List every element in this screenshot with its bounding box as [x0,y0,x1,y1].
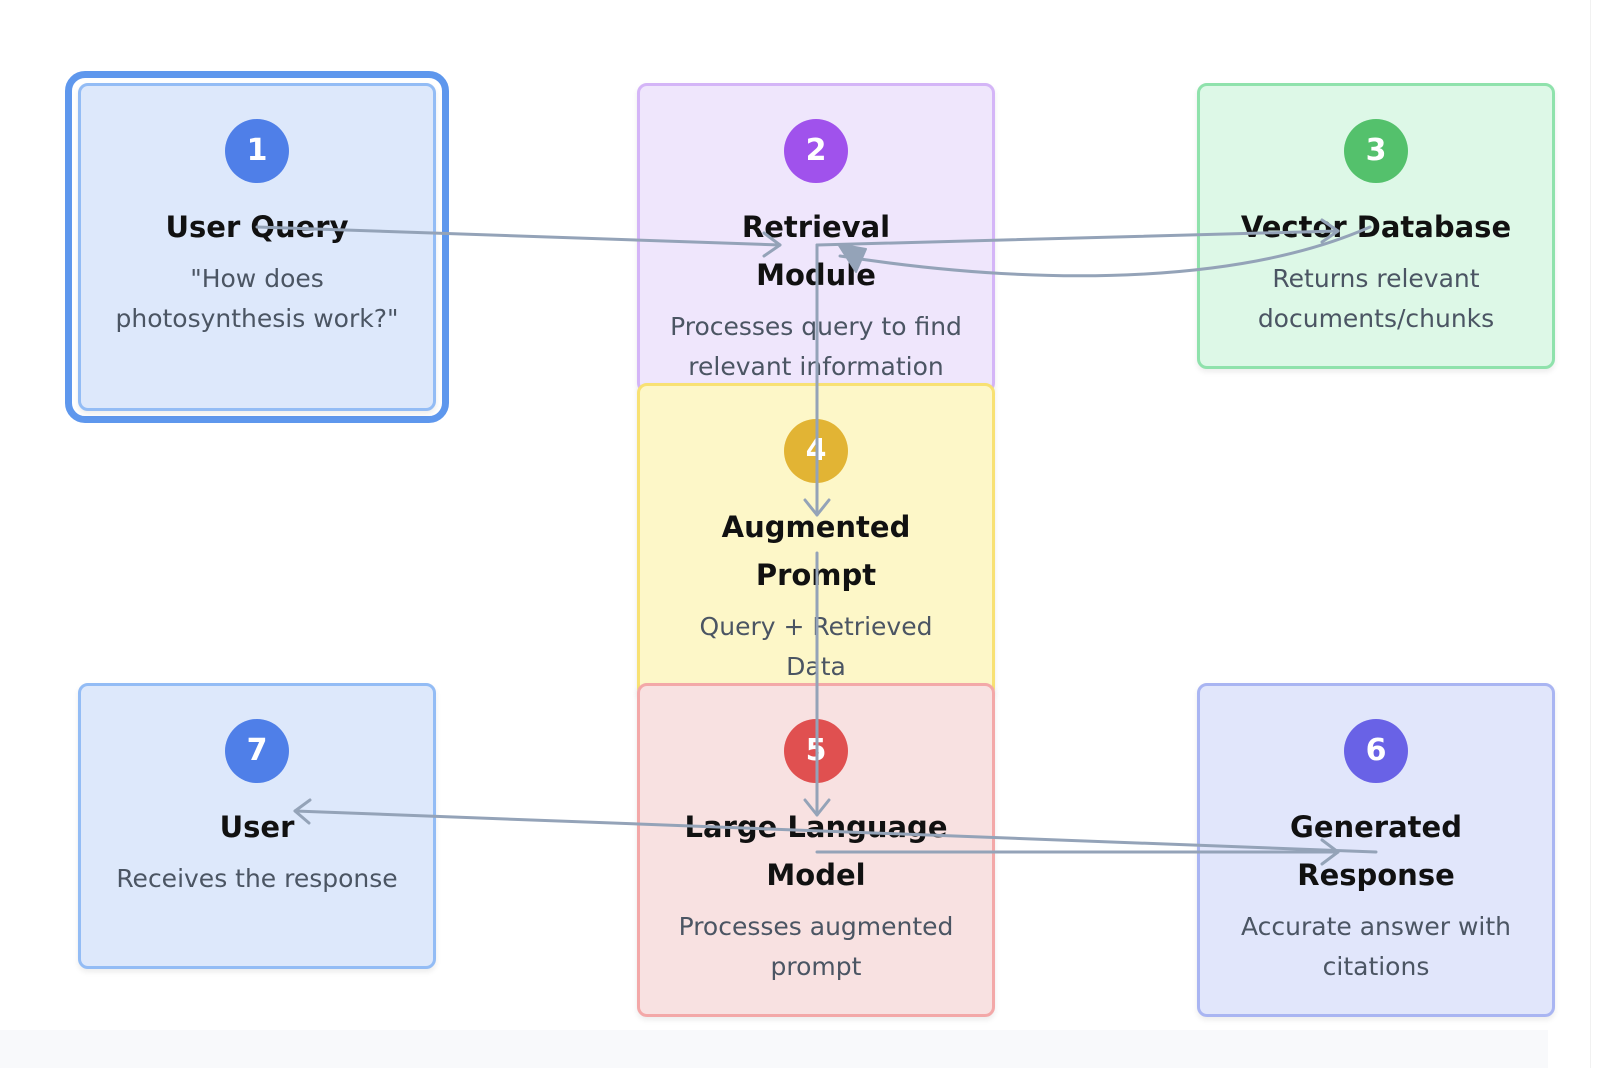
step-badge-4: 4 [784,419,848,483]
step-badge-5: 5 [784,719,848,783]
node-description: Processes query to find relevant informa… [670,312,962,381]
node-title: User Query [165,210,349,244]
step-badge-7: 7 [225,719,289,783]
node-description: Accurate answer with citations [1240,912,1511,981]
node-title: User [219,810,295,844]
node-augmented-prompt[interactable]: 4 Augmented Prompt Query + Retrieved Dat… [637,383,995,698]
node-title: Generated Response [1290,810,1462,892]
node-vector-database[interactable]: 3 Vector Database Returns relevant docum… [1197,83,1555,369]
step-badge-1: 1 [225,119,289,183]
node-description: Query + Retrieved Data [699,612,933,681]
node-title: Vector Database [1240,210,1512,244]
footer-bar [0,1030,1548,1068]
step-badge-3: 3 [1344,119,1408,183]
node-large-language-model[interactable]: 5 Large Language Model Processes augment… [637,683,995,1017]
node-title: Large Language Model [684,810,948,892]
scrollbar-track[interactable] [1590,0,1600,1068]
node-description: Returns relevant documents/chunks [1257,264,1495,333]
node-description: Processes augmented prompt [678,912,954,981]
node-title: Augmented Prompt [721,510,911,592]
node-retrieval-module[interactable]: 2 Retrieval Module Processes query to fi… [637,83,995,393]
node-generated-response[interactable]: 6 Generated Response Accurate answer wit… [1197,683,1555,1017]
step-badge-2: 2 [784,119,848,183]
node-title: Retrieval Module [741,210,891,292]
step-badge-6: 6 [1344,719,1408,783]
node-user-query[interactable]: 1 User Query "How does photosynthesis wo… [78,83,436,411]
node-description: "How does photosynthesis work?" [115,264,399,333]
node-description: Receives the response [116,864,398,893]
node-user[interactable]: 7 User Receives the response [78,683,436,969]
